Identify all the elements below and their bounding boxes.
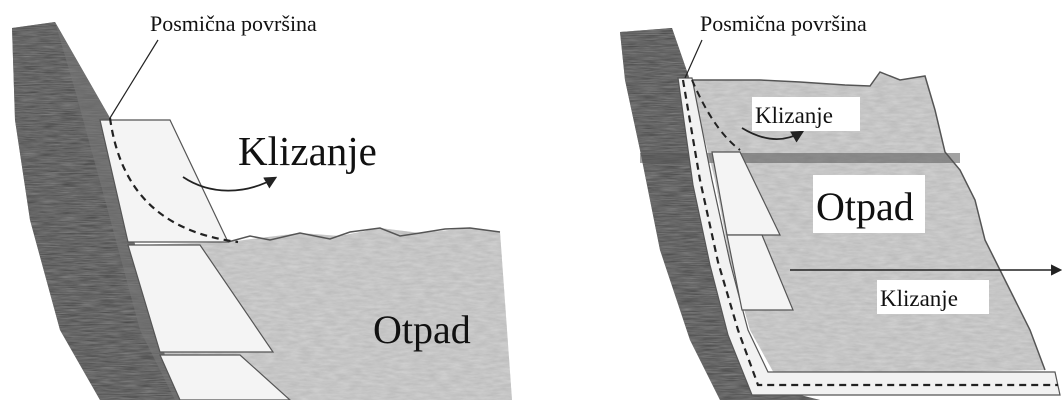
right-label-slide-bottom: Klizanje (880, 286, 958, 311)
left-leader-line (110, 40, 158, 118)
left-label-surface: Posmična površina (150, 11, 317, 36)
right-label-waste: Otpad (816, 184, 914, 229)
left-panel: Posmična površina Klizanje Otpad (12, 11, 512, 400)
right-panel: Posmična površina Klizanje Otpad Klizanj… (620, 11, 1060, 400)
left-label-slide: Klizanje (238, 128, 377, 174)
right-leader-line (685, 40, 702, 78)
right-label-surface: Posmična površina (700, 11, 867, 36)
right-label-slide-top: Klizanje (755, 103, 833, 128)
left-label-waste: Otpad (373, 307, 471, 352)
